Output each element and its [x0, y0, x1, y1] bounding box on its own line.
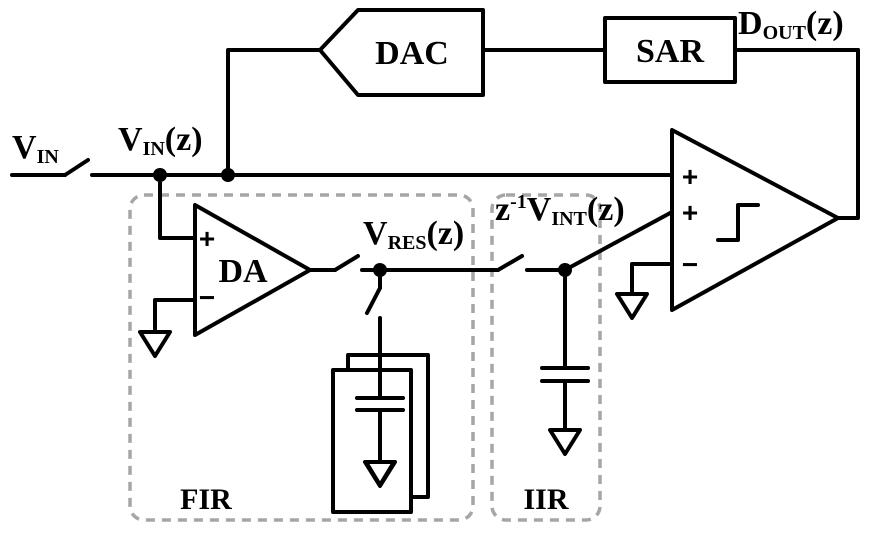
dac-label: DAC — [375, 35, 449, 72]
input-switch — [63, 158, 90, 177]
cap-bank-front — [331, 368, 413, 514]
da-ground-icon — [138, 330, 172, 358]
da-plus-sign: + — [199, 223, 215, 254]
comparator-ground-wire — [615, 262, 674, 320]
comparator-step-icon — [716, 203, 760, 242]
vin-label: VIN — [12, 129, 59, 168]
node-vint — [558, 263, 572, 277]
vin-z-label: VIN(z) — [118, 121, 203, 160]
cap-bank-back — [346, 353, 430, 499]
sar-label: SAR — [636, 33, 704, 70]
dac-block — [318, 8, 485, 97]
comparator-plus-sign-2: + — [682, 197, 698, 228]
node-vres — [373, 263, 387, 277]
comparator-ground-icon — [615, 292, 649, 320]
comparator-plus-sign-1: + — [682, 161, 698, 192]
vres-label: VRES(z) — [363, 215, 464, 254]
iir-ground-icon — [548, 428, 582, 456]
vint-label: z-1VINT(z) — [495, 191, 625, 230]
node-vin-z-dac — [221, 168, 235, 182]
da-label: DA — [218, 253, 268, 290]
vres-cap-switch — [365, 286, 382, 315]
feedback-wires — [226, 48, 860, 220]
iir-label: IIR — [523, 483, 568, 516]
da-input-wires — [138, 173, 197, 358]
fir-region — [128, 193, 475, 522]
da-output-switch — [333, 254, 360, 272]
iir-wires — [496, 210, 674, 456]
comparator-minus-sign: − — [682, 249, 698, 280]
fir-label: FIR — [180, 483, 232, 516]
dout-label: DOUT(z) — [738, 5, 844, 44]
comparator — [670, 128, 840, 312]
sar-block — [603, 16, 737, 84]
node-vin-z-fir — [153, 168, 167, 182]
da-amplifier — [193, 203, 312, 337]
iir-region — [490, 193, 602, 522]
input-wires — [10, 158, 674, 177]
iir-switch — [496, 254, 524, 272]
da-minus-sign: − — [199, 282, 215, 313]
